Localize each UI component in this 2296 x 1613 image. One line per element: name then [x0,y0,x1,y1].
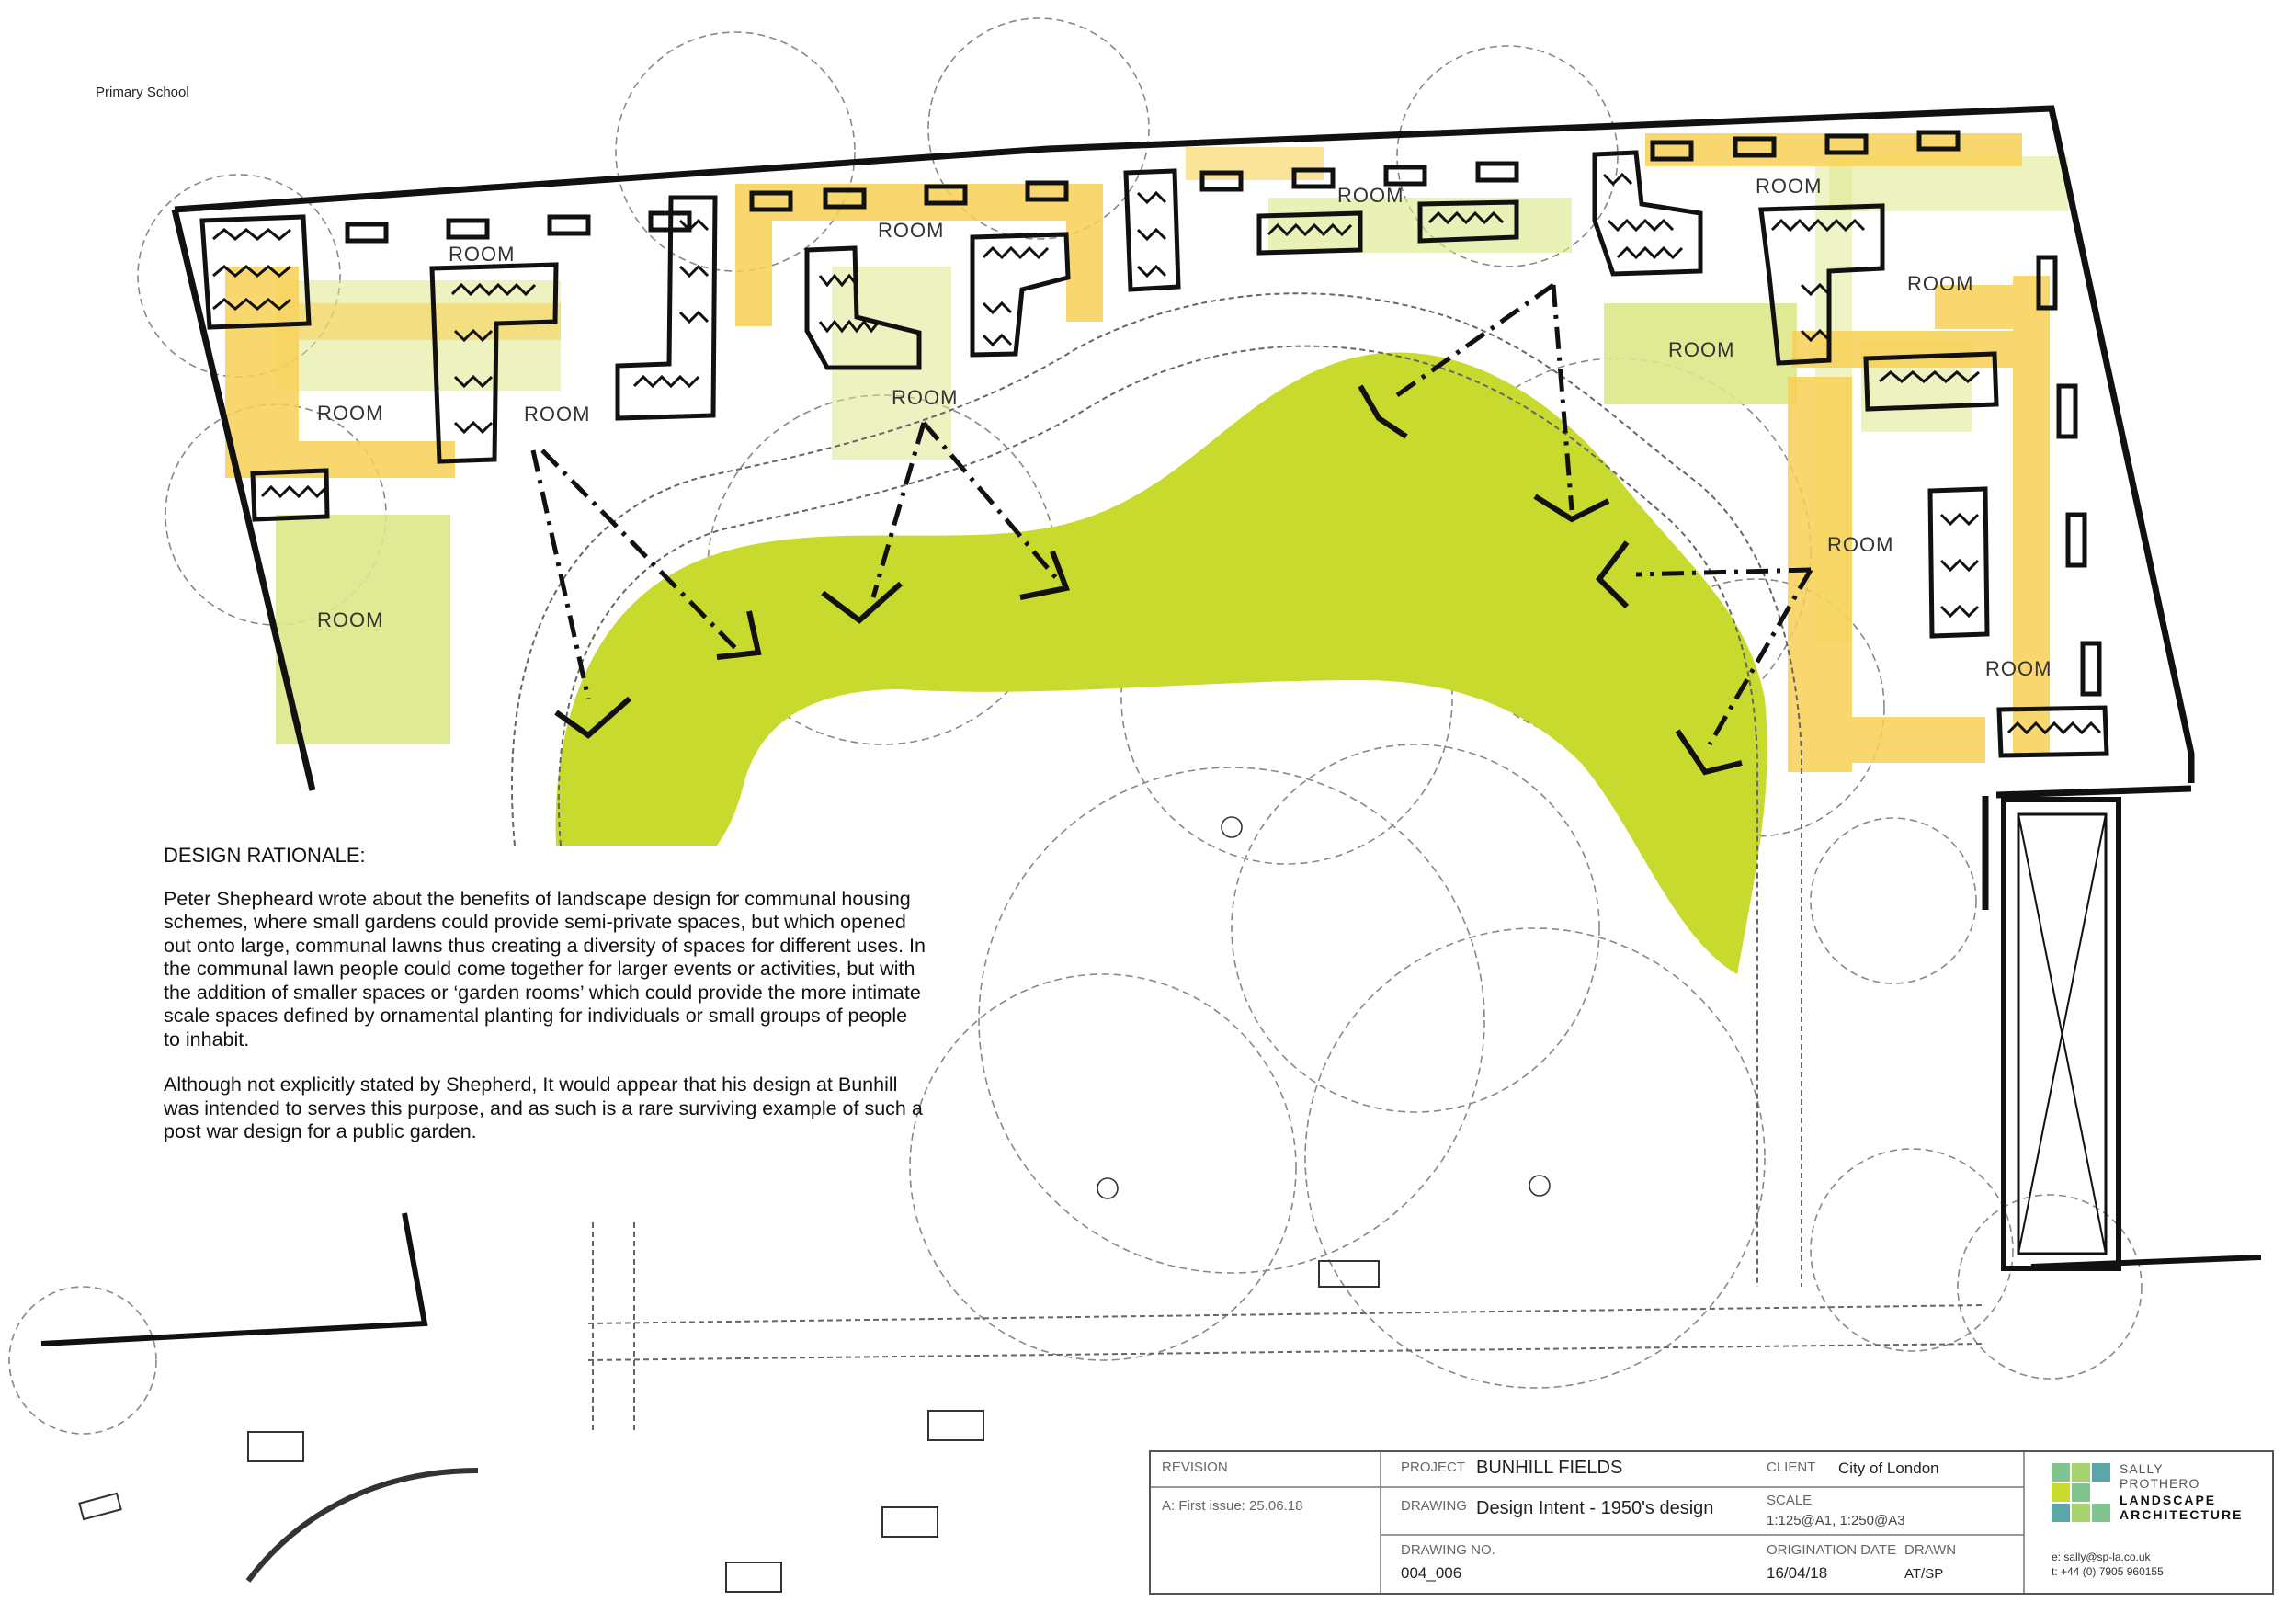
view-lines [530,282,1813,746]
drawn-label: DRAWN [1904,1542,1957,1558]
drawn-value: AT/SP [1904,1566,1944,1582]
client-label: CLIENT [1767,1460,1816,1475]
design-rationale: DESIGN RATIONALE: Peter Shepheard wrote … [164,844,926,1166]
site-boundary [171,105,2195,910]
logo-mark-icon [2052,1463,2110,1522]
zigzag-planting [212,172,2102,735]
revision-label: REVISION [1162,1460,1228,1475]
company-logo: SALLY PROTHERO LANDSCAPE ARCHITECTURE e:… [2052,1460,2263,1588]
logo-line-4: ARCHITECTURE [2120,1507,2244,1522]
origination-date-value: 16/04/18 [1767,1564,1828,1582]
rationale-title: DESIGN RATIONALE: [164,844,366,867]
title-block: REVISION A: First issue: 25.06.18 PROJEC… [1149,1450,2274,1595]
room-label: ROOM [317,402,384,425]
room-label: ROOM [1756,175,1823,198]
project-label: PROJECT [1401,1460,1466,1475]
room-label: ROOM [317,608,384,631]
room-label: ROOM [1827,533,1894,556]
lower-left-boundary [40,1212,428,1346]
drawing-no-label: DRAWING NO. [1401,1542,1495,1558]
logo-phone: t: +44 (0) 7905 960155 [2052,1565,2164,1578]
room-label: ROOM [1668,338,1735,361]
right-structure [2001,797,2262,1271]
revision-value: A: First issue: 25.06.18 [1162,1498,1303,1514]
site-label: Primary School [96,85,189,100]
setts-path-bottom [587,1304,1986,1361]
logo-line-2: PROTHERO [2120,1476,2200,1491]
room-label: ROOM [892,386,959,409]
setts-path-left [592,1222,635,1434]
setts-path-outer [511,292,1802,1287]
room-label: ROOM [1337,184,1404,207]
project-value: BUNHILL FIELDS [1476,1458,1623,1478]
rationale-paragraph-1: Peter Shepheard wrote about the benefits… [164,887,926,1051]
tree-trunks [952,647,1551,1199]
planting-beds [199,150,2109,758]
bench-blocks [345,130,2102,697]
room-label: ROOM [1907,272,1974,295]
origination-date-label: ORIGINATION DATE [1767,1542,1897,1558]
scale-label: SCALE [1767,1493,1813,1508]
logo-email: e: sally@sp-la.co.uk [2052,1551,2151,1563]
scale-value: 1:125@A1, 1:250@A3 [1767,1513,1905,1528]
room-label: ROOM [878,219,945,242]
drawing-value: Design Intent - 1950's design [1476,1498,1714,1518]
room-label: ROOM [1985,657,2052,680]
logo-line-1: SALLY [2120,1461,2164,1476]
street-furniture [78,1260,1380,1593]
rationale-paragraph-2: Although not explicitly stated by Shephe… [164,1073,923,1142]
drawing-label: DRAWING [1401,1498,1467,1514]
logo-line-3: LANDSCAPE [2120,1493,2217,1507]
client-value: City of London [1838,1460,1939,1477]
setts-path-inner [557,345,1758,1287]
room-label: ROOM [524,403,591,426]
communal-lawn [555,352,1767,974]
room-label: ROOM [449,243,516,266]
title-block-grid [1151,1452,2025,1593]
view-chevrons [554,384,1743,776]
drawing-no-value: 004_006 [1401,1564,1462,1582]
